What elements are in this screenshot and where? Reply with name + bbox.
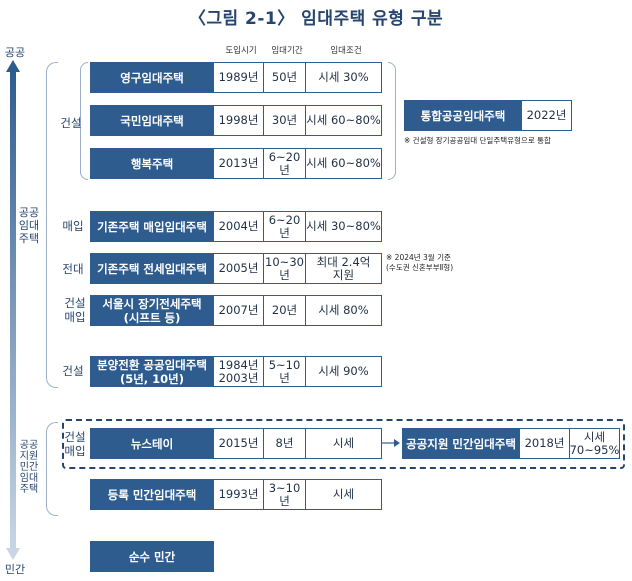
axis-bottom-label: 민간	[4, 563, 26, 576]
row-new-stay: 뉴스테이 2015년 8년 시세	[90, 428, 382, 459]
integration-note: ※ 건설형 장기공공임대 단일주택유형으로 통합	[404, 136, 551, 145]
row-happy-housing: 행복주택 2013년 6~20년 시세 60~80%	[90, 148, 382, 179]
row-existing-purchase-rental: 기존주택 매입임대주택 2004년 6~20년 시세 30~80%	[90, 211, 382, 242]
row-condition: 시세	[306, 479, 382, 510]
group-construction-2: 건설	[62, 364, 84, 378]
row-permanent-rental: 영구임대주택 1989년 50년 시세 30%	[90, 62, 382, 93]
figure-title: 〈그림 2-1〉 임대주택 유형 구분	[188, 9, 444, 29]
row-existing-jeonse-rental: 기존주택 전세임대주택 2005년 10~30년 최대 2.4억 지원	[90, 253, 382, 284]
integrated-name: 통합공공임대주택	[404, 100, 522, 131]
integrated-year: 2022년	[522, 100, 572, 131]
row-period: 10~30년	[264, 253, 306, 284]
row-period: 5~10년	[264, 356, 306, 387]
row-year: 2005년	[214, 253, 264, 284]
row-name: 분양전환 공공임대주택 (5년, 10년)	[90, 356, 214, 387]
public-support-private-rental-label: 공공 지원 민간 임대 주택	[19, 440, 39, 495]
axis-top-label: 공공	[4, 46, 26, 59]
group-construction-purchase-2: 건설 매입	[64, 430, 86, 458]
row-pure-private: 순수 민간	[90, 541, 214, 572]
row-year: 1998년	[214, 105, 264, 136]
row-period: 6~20년	[264, 211, 306, 242]
row-year: 2007년	[214, 295, 264, 326]
row-condition: 시세 30~80%	[306, 211, 382, 242]
row-condition: 최대 2.4억 지원	[306, 253, 382, 284]
row-year: 1984년 2003년	[214, 356, 264, 387]
row-condition: 시세 90%	[306, 356, 382, 387]
row-period: 30년	[264, 105, 306, 136]
public-rental-housing-label: 공공 임대 주택	[18, 206, 40, 245]
row-period: 20년	[264, 295, 306, 326]
header-lease-period: 임대기간	[271, 46, 303, 56]
row-condition: 시세 60~80%	[306, 148, 382, 179]
integrated-public-rental: 통합공공임대주택 2022년	[404, 100, 572, 131]
row-period: 8년	[264, 428, 306, 459]
transition-arrow	[382, 439, 400, 447]
group-construction: 건설	[60, 116, 82, 130]
row-period: 6~20년	[264, 148, 306, 179]
public-support-private-rental: 공공지원 민간임대주택 2018년 시세 70~95%	[402, 428, 620, 459]
row-sale-conversion-rental: 분양전환 공공임대주택 (5년, 10년) 1984년 2003년 5~10년 …	[90, 356, 382, 387]
row-name: 등록 민간임대주택	[90, 479, 214, 510]
row-period: 50년	[264, 62, 306, 93]
public-support-bracket	[46, 422, 58, 516]
public-housing-bracket	[46, 62, 58, 388]
row-name: 행복주택	[90, 148, 214, 179]
header-lease-condition: 임대조건	[330, 46, 362, 56]
row-name: 순수 민간	[90, 541, 214, 572]
row-year: 2013년	[214, 148, 264, 179]
public-private-axis-arrow	[6, 60, 20, 560]
group-sublease: 전대	[62, 262, 84, 276]
public-support-year: 2018년	[520, 428, 570, 459]
row-condition: 시세 60~80%	[306, 105, 382, 136]
row-name: 영구임대주택	[90, 62, 214, 93]
row-period: 3~10년	[264, 479, 306, 510]
public-support-condition: 시세 70~95%	[570, 428, 620, 459]
group-purchase: 매입	[62, 219, 84, 233]
row-condition: 시세	[306, 428, 382, 459]
header-intro-year: 도입시기	[225, 46, 257, 56]
public-support-name: 공공지원 민간임대주택	[402, 428, 520, 459]
row-condition: 시세 30%	[306, 62, 382, 93]
row-condition: 시세 80%	[306, 295, 382, 326]
row-name: 기존주택 매입임대주택	[90, 211, 214, 242]
row-name: 뉴스테이	[90, 428, 214, 459]
row-national-rental: 국민임대주택 1998년 30년 시세 60~80%	[90, 105, 382, 136]
row-name: 국민임대주택	[90, 105, 214, 136]
row-year: 2015년	[214, 428, 264, 459]
public-support-dashed-box	[62, 419, 625, 469]
row-year: 1989년	[214, 62, 264, 93]
row-year: 1993년	[214, 479, 264, 510]
row-registered-private-rental: 등록 민간임대주택 1993년 3~10년 시세	[90, 479, 382, 510]
integration-bracket	[388, 62, 396, 180]
row-name: 기존주택 전세임대주택	[90, 253, 214, 284]
jeonse-support-note: ※ 2024년 3월 기준 (수도권 신혼부부Ⅱ형)	[386, 253, 454, 272]
row-year: 2004년	[214, 211, 264, 242]
group-construction-purchase: 건설 매입	[64, 296, 86, 324]
row-name: 서울시 장기전세주택 (시프트 등)	[90, 295, 214, 326]
row-seoul-long-term-jeonse: 서울시 장기전세주택 (시프트 등) 2007년 20년 시세 80%	[90, 295, 382, 326]
